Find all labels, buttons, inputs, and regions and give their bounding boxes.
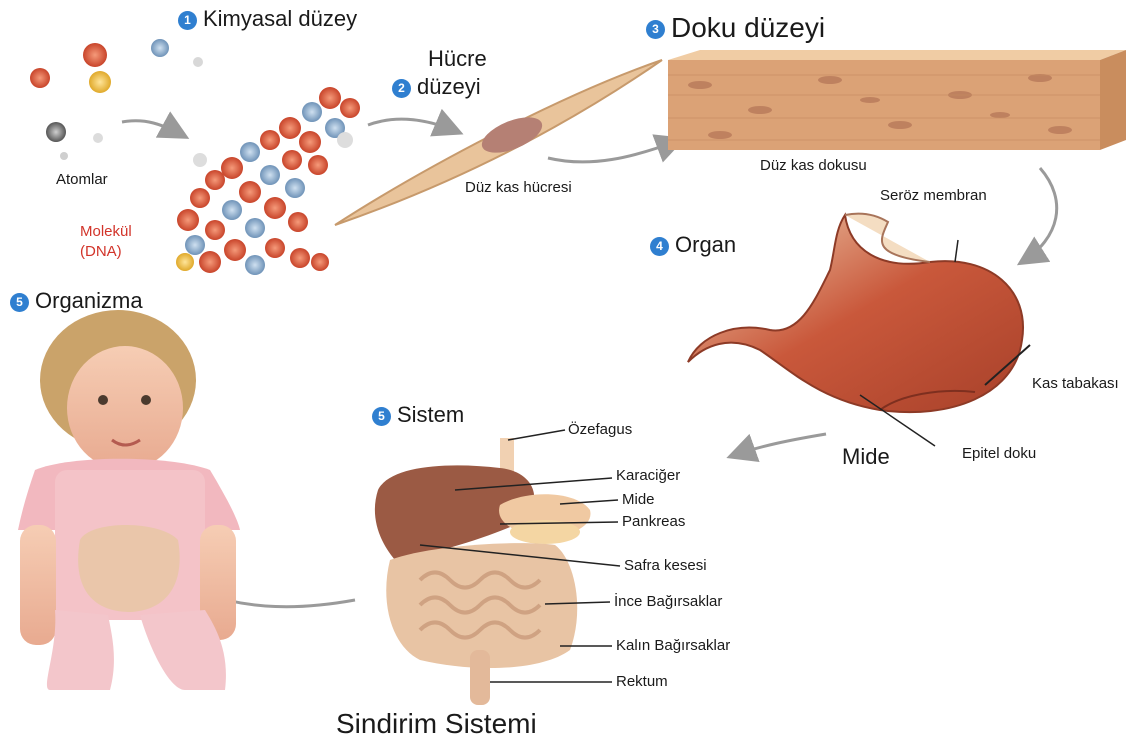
- cell-level-title-text: düzeyi: [417, 74, 481, 99]
- child-organism-illustration: [18, 310, 240, 690]
- step-badge: 1: [178, 11, 197, 30]
- step-badge: 2: [392, 79, 411, 98]
- cell-level-title-line1: Hücre: [428, 48, 487, 70]
- organism-level-title-text: Organizma: [35, 288, 143, 313]
- cell-caption: Düz kas hücresi: [465, 180, 572, 195]
- dna-molecule-illustration: [176, 87, 360, 275]
- system-level-title-text: Sistem: [397, 402, 464, 427]
- liver-label: Karaciğer: [616, 468, 680, 483]
- smooth-muscle-cell-illustration: [335, 60, 662, 225]
- serous-membrane-label: Seröz membran: [880, 186, 1020, 206]
- molecule-label: Molekül (DNA): [80, 222, 170, 263]
- organ-level-title: 4 Organ: [650, 234, 736, 256]
- smooth-muscle-tissue-illustration: [668, 50, 1126, 150]
- chemical-level-title-text: Kimyasal düzey: [203, 6, 357, 31]
- tissue-level-title: 3 Doku düzeyi: [646, 14, 825, 42]
- small-intestine-label: İnce Bağırsaklar: [614, 594, 722, 609]
- cell-level-title-line2: 2 düzeyi: [392, 76, 481, 98]
- atoms-label: Atomlar: [56, 172, 108, 187]
- step-badge: 5: [372, 407, 391, 426]
- tissue-level-title-text: Doku düzeyi: [671, 12, 825, 43]
- stomach-organ-illustration: [688, 214, 1030, 446]
- organism-level-title: 5 Organizma: [10, 290, 143, 312]
- digestive-system-caption: Sindirim Sistemi: [336, 710, 537, 738]
- tissue-caption: Düz kas dokusu: [760, 158, 867, 173]
- system-level-title: 5 Sistem: [372, 404, 464, 426]
- stomach-system-label: Mide: [622, 492, 655, 507]
- step-badge: 5: [10, 293, 29, 312]
- epithelial-tissue-label: Epitel doku: [962, 446, 1036, 461]
- digestive-system-illustration: [375, 430, 620, 705]
- chemical-level-title: 1 Kimyasal düzey: [178, 8, 357, 30]
- step-badge: 3: [646, 20, 665, 39]
- atoms-illustration: [30, 39, 203, 160]
- rectum-label: Rektum: [616, 674, 668, 689]
- organ-level-title-text: Organ: [675, 232, 736, 257]
- large-intestine-label: Kalın Bağırsaklar: [616, 638, 730, 653]
- muscle-layer-label: Kas tabakası: [1032, 374, 1132, 394]
- esophagus-label: Özefagus: [568, 422, 632, 437]
- pancreas-label: Pankreas: [622, 514, 685, 529]
- gallbladder-label: Safra kesesi: [624, 558, 707, 573]
- stomach-label: Mide: [842, 446, 890, 468]
- step-badge: 4: [650, 237, 669, 256]
